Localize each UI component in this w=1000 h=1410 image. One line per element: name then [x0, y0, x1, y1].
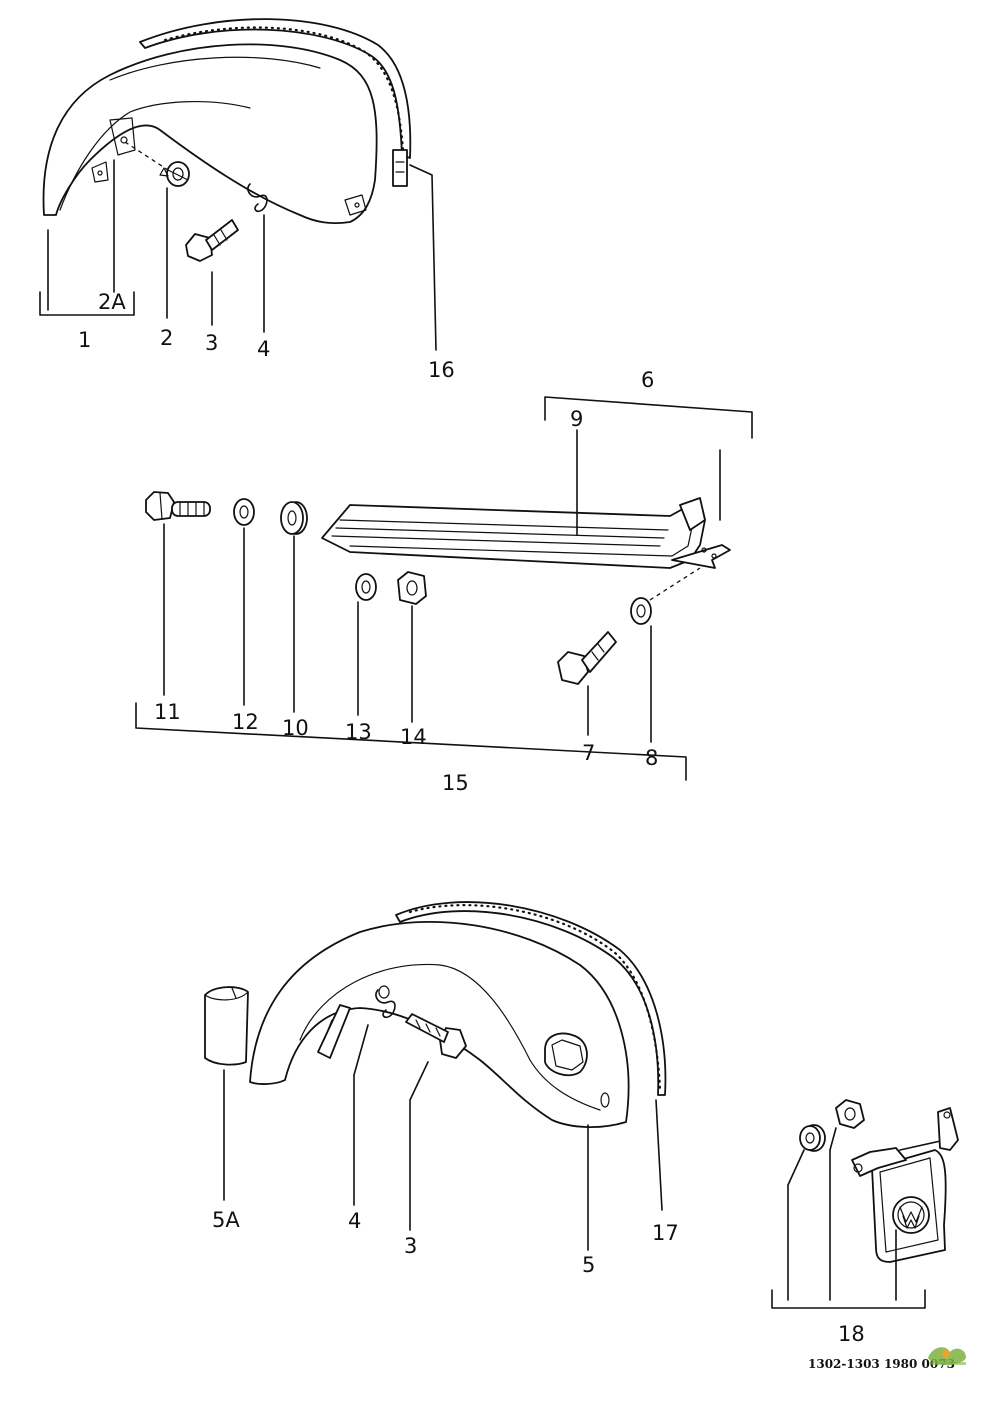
spacer-10 — [280, 501, 308, 535]
bolt-11 — [145, 491, 211, 521]
callout-10: 10 — [282, 716, 309, 740]
running-board-group — [145, 491, 731, 685]
mud-flap-group — [799, 1099, 959, 1263]
callout-12: 12 — [232, 710, 259, 734]
bottom-leaders — [223, 1024, 663, 1251]
bolt-7 — [557, 631, 617, 685]
middle-leaders — [135, 396, 753, 781]
callout-16: 16 — [428, 358, 455, 382]
callout-17: 17 — [652, 1221, 679, 1245]
mud-flap-leaders — [771, 1127, 926, 1309]
rear-fender-group — [204, 901, 667, 1128]
nut-18b — [835, 1099, 865, 1129]
callout-4: 4 — [257, 337, 270, 361]
bolt-3b — [405, 1013, 467, 1059]
callout-11: 11 — [154, 700, 181, 724]
callout-15: 15 — [442, 771, 469, 795]
callout-3: 3 — [205, 331, 218, 355]
callout-2: 2 — [160, 326, 173, 350]
callout-2A: 2A — [98, 290, 126, 314]
fender-beading-16 — [139, 18, 412, 159]
fender-bracket — [109, 117, 136, 156]
watermark-logo-icon — [928, 1347, 966, 1365]
callout-7: 7 — [582, 741, 595, 765]
rear-fender — [249, 920, 630, 1128]
front-fender — [42, 43, 378, 225]
callout-labels: 1 2A 2 3 4 16 6 9 11 12 10 13 14 7 8 15 … — [78, 290, 865, 1346]
callout-5A: 5A — [212, 1208, 240, 1232]
callout-14: 14 — [400, 725, 427, 749]
spring-washer-4b — [375, 985, 396, 1019]
callout-13: 13 — [345, 720, 372, 744]
drawing-code: 1302-1303 1980 0073 — [808, 1357, 955, 1371]
callout-9: 9 — [570, 407, 583, 431]
vw-emblem-icon — [892, 1196, 930, 1234]
front-fender-group — [42, 18, 412, 262]
washer-13 — [355, 573, 377, 601]
top-leaders — [39, 159, 437, 351]
callout-5: 5 — [582, 1253, 595, 1277]
callout-18: 18 — [838, 1322, 865, 1346]
washer-12 — [233, 498, 255, 526]
washer-8 — [630, 597, 652, 625]
spring-washer-4 — [247, 183, 268, 213]
callout-6: 6 — [641, 368, 654, 392]
clamp-5A — [204, 986, 249, 1066]
fender-beading-17 — [395, 901, 667, 1096]
nut-2 — [166, 161, 190, 187]
callout-4b: 4 — [348, 1209, 361, 1233]
washer-18a — [799, 1124, 826, 1152]
callout-8: 8 — [645, 746, 658, 770]
callout-3b: 3 — [404, 1234, 417, 1258]
callout-1: 1 — [78, 328, 91, 352]
nut-14 — [397, 571, 427, 605]
bolt-3 — [185, 219, 239, 262]
